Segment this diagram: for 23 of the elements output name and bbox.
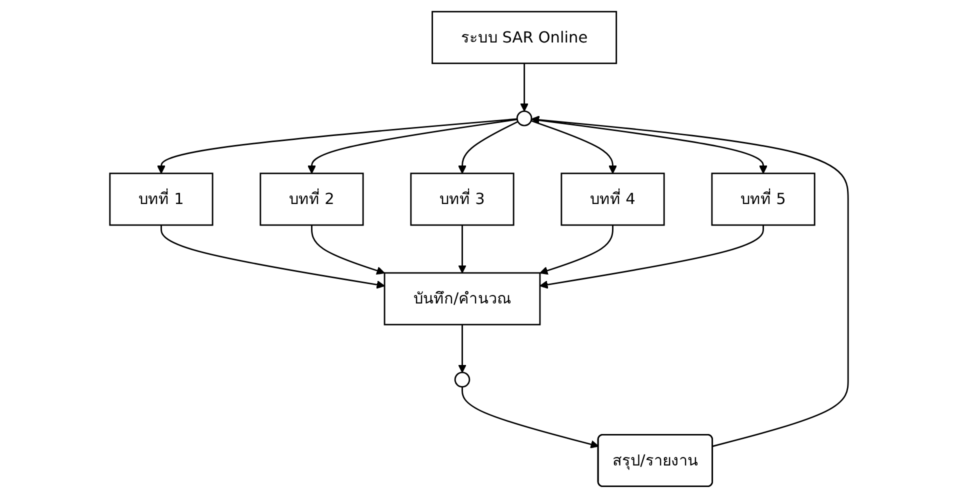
arrow (462, 386, 599, 448)
node-circle (454, 371, 470, 388)
arrow (458, 120, 518, 174)
node-box: ระบบ SAR Online (432, 10, 618, 64)
node-box: บทที่ 5 (711, 172, 816, 226)
arrow (520, 62, 529, 112)
arrow (157, 118, 518, 174)
node-box: บันทึก/คำนวณ (384, 272, 541, 325)
arrow (540, 224, 614, 274)
arrow (531, 115, 849, 446)
arrow (540, 224, 764, 288)
node-circle (516, 110, 532, 126)
arrow (458, 224, 466, 273)
node-box: บทที่ 3 (410, 172, 514, 226)
arrow (308, 118, 518, 174)
arrow (531, 118, 768, 174)
arrow (160, 224, 385, 288)
arrow (311, 224, 385, 274)
node-box: บทที่ 2 (260, 172, 364, 226)
arrow (458, 324, 466, 372)
arrow (530, 120, 617, 174)
node-box: บทที่ 4 (560, 172, 665, 226)
node-box: บทที่ 1 (109, 172, 214, 226)
